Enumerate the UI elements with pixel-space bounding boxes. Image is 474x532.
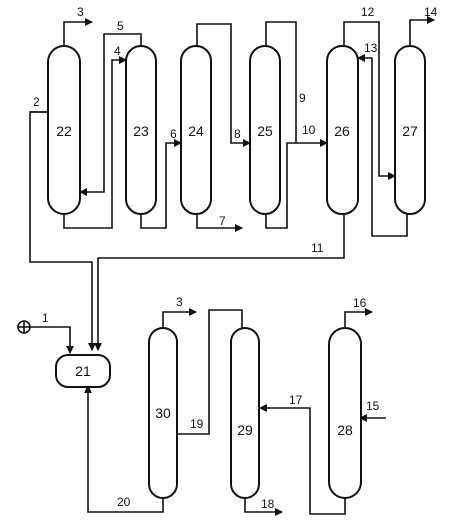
stream-label-17: 17 — [289, 393, 303, 407]
stream-9-line — [265, 21, 297, 143]
column-25[interactable] — [249, 45, 281, 215]
label-21: 21 — [75, 363, 91, 379]
stream-label-15: 15 — [366, 399, 380, 413]
stream-label-20: 20 — [117, 495, 131, 509]
stream-3-bottom-line — [162, 308, 197, 328]
drum-21[interactable] — [55, 354, 111, 388]
stream-18-line — [244, 497, 283, 516]
stream-label-1: 1 — [42, 311, 49, 325]
stream-3-top-line — [63, 18, 93, 46]
stream-5-line — [79, 33, 142, 196]
stream-label-10: 10 — [302, 123, 316, 137]
mixer-feed-icon — [17, 320, 31, 334]
label-22: 22 — [56, 123, 72, 139]
label-23: 23 — [133, 123, 149, 139]
stream-19-line — [176, 309, 243, 435]
stream-label-6: 6 — [170, 127, 177, 141]
stream-20-line — [84, 385, 164, 513]
stream-label-16: 16 — [353, 296, 367, 310]
column-28[interactable] — [328, 327, 362, 499]
stream-11-line — [94, 214, 345, 351]
pipes — [29, 16, 435, 516]
column-30[interactable] — [148, 327, 178, 499]
label-29: 29 — [237, 422, 253, 438]
label-25: 25 — [257, 123, 273, 139]
stream-label-18: 18 — [261, 497, 275, 511]
stream-label-4: 4 — [114, 44, 121, 58]
stream-8-line — [196, 23, 251, 147]
vessels — [47, 45, 426, 499]
stream-label-9: 9 — [299, 91, 306, 105]
stream-label-14: 14 — [424, 5, 438, 19]
stream-7-line — [196, 214, 243, 232]
stream-label-11: 11 — [311, 241, 324, 255]
stream-label-12: 12 — [361, 5, 375, 19]
label-24: 24 — [188, 123, 204, 139]
col22-bottom-line — [63, 56, 127, 229]
stream-14-line — [409, 16, 435, 46]
stream-label-5: 5 — [117, 19, 124, 33]
column-24[interactable] — [180, 45, 212, 215]
stream-10-line — [265, 139, 328, 229]
stream-label-3-bottom: 3 — [176, 295, 183, 309]
stream-1-line — [30, 326, 74, 354]
stream-12-line — [343, 21, 396, 180]
vessel-labels: 22 23 24 25 26 27 21 30 29 28 — [56, 123, 418, 438]
stream-label-8: 8 — [234, 127, 241, 141]
label-26: 26 — [334, 123, 350, 139]
label-30: 30 — [155, 405, 171, 421]
stream-label-7: 7 — [219, 214, 226, 228]
label-28: 28 — [337, 422, 353, 438]
stream-16-line — [344, 308, 373, 328]
stream-labels: 3 5 4 2 6 7 8 9 10 11 12 13 14 1 3 16 17… — [33, 5, 438, 511]
label-27: 27 — [402, 123, 418, 139]
stream-label-19: 19 — [190, 417, 204, 431]
column-22[interactable] — [47, 45, 81, 215]
column-26[interactable] — [326, 45, 359, 215]
stream-label-13: 13 — [364, 41, 378, 55]
column-27[interactable] — [394, 45, 426, 215]
stream-label-3-top: 3 — [77, 5, 84, 19]
stream-label-2: 2 — [33, 95, 40, 109]
column-29[interactable] — [230, 327, 260, 499]
stream-6-line — [140, 139, 182, 229]
stream-13-line — [357, 54, 408, 237]
stream-17-line — [259, 404, 346, 515]
column-23[interactable] — [125, 45, 157, 215]
